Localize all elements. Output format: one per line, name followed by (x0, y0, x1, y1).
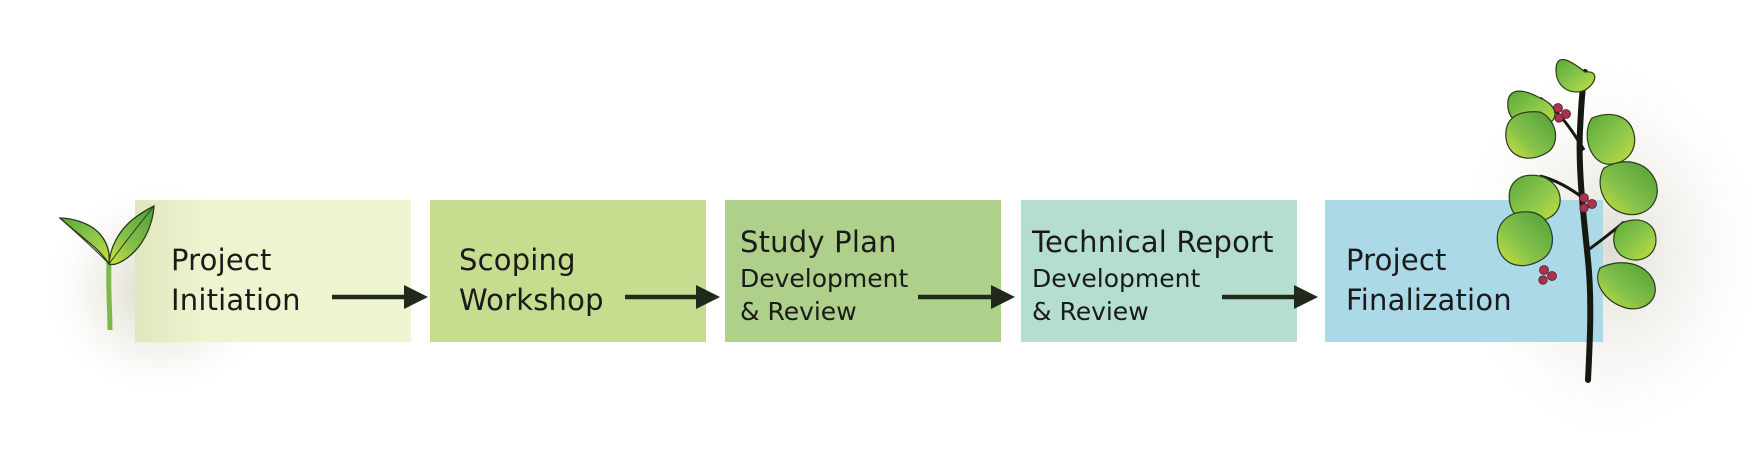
step-label-scoping-workshop: Scoping Workshop (459, 240, 604, 320)
step2-line2: Workshop (459, 283, 604, 317)
step-box-project-finalization (1325, 200, 1603, 342)
step3-title: Study Plan (740, 225, 897, 259)
step4-sub2: & Review (1032, 297, 1149, 326)
step1-line2: Initiation (171, 283, 301, 317)
step3-subtitle: Development & Review (740, 262, 908, 328)
step4-sub1: Development (1032, 264, 1201, 293)
seedling-icon (58, 204, 155, 331)
step4-subtitle: Development & Review (1032, 262, 1200, 328)
arrow-right-icon (332, 285, 428, 309)
step-box-scoping-workshop (430, 200, 706, 342)
step5-line2: Finalization (1346, 283, 1512, 317)
leafy-branch-icon (1496, 58, 1658, 383)
step2-line1: Scoping (459, 243, 576, 277)
step-label-project-finalization: Project Finalization (1346, 240, 1512, 320)
step5-line1: Project (1346, 243, 1447, 277)
step-label-project-initiation: Project Initiation (171, 240, 301, 320)
arrow-right-icon (625, 285, 720, 309)
step-box-project-initiation (135, 200, 411, 342)
step-box-technical-report (1021, 200, 1297, 342)
arrow-right-icon (918, 285, 1015, 309)
step-box-study-plan (725, 200, 1001, 342)
arrow-right-icon (1222, 285, 1318, 309)
step1-line1: Project (171, 243, 272, 277)
step3-sub1: Development (740, 264, 909, 293)
step4-title: Technical Report (1032, 225, 1274, 259)
step3-sub2: & Review (740, 297, 857, 326)
